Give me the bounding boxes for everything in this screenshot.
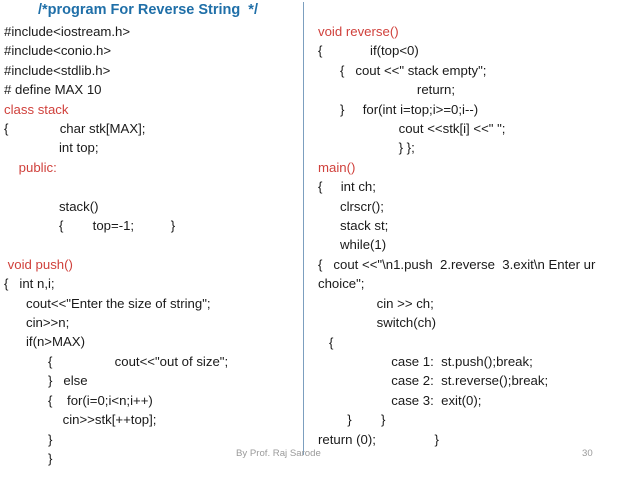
right-code-line-20: return (0); }	[318, 431, 439, 447]
right-code-line-6: } };	[318, 140, 415, 156]
right-code-line-15: {	[318, 334, 334, 350]
right-code-line-17: case 2: st.reverse();break;	[318, 373, 549, 389]
left-code-line-1: #include<conio.h>	[4, 43, 112, 59]
right-code-line-4: } for(int i=top;i>=0;i--)	[318, 101, 479, 117]
left-code-line-13: { int n,i;	[4, 276, 55, 292]
right-code-column: void reverse() { if(top<0) { cout <<" sta…	[318, 22, 634, 449]
left-code-line-0: #include<iostream.h>	[4, 24, 131, 39]
right-code-line-0: void reverse()	[318, 24, 399, 39]
left-code-line-6: int top;	[4, 140, 99, 156]
right-code-line-3: return;	[318, 82, 456, 98]
right-code-line-11: while(1)	[318, 237, 387, 253]
left-code-line-3: # define MAX 10	[4, 82, 102, 98]
footer-page-number: 30	[582, 448, 593, 459]
right-code-line-7: main()	[318, 159, 356, 175]
left-code-line-20: cin>>stk[++top];	[4, 412, 157, 428]
column-divider	[303, 2, 304, 455]
right-code-line-14: switch(ch)	[318, 315, 436, 331]
left-code-line-21: }	[4, 431, 53, 447]
right-code-line-2: { cout <<" stack empty";	[318, 62, 487, 78]
left-code-column: #include<iostream.h> #include<conio.h> #in…	[4, 22, 300, 468]
right-code-line-16: case 1: st.push();break;	[318, 353, 533, 369]
left-code-line-15: cin>>n;	[4, 315, 70, 331]
left-code-line-17: { cout<<"out of size";	[4, 353, 229, 369]
right-code-line-12: { cout <<"\n1.push 2.reverse 3.exit\n En…	[318, 256, 600, 292]
left-code-line-7: public:	[4, 159, 57, 175]
left-code-line-19: { for(i=0;i<n;i++)	[4, 392, 153, 408]
left-code-line-8	[4, 177, 300, 196]
right-code-line-18: case 3: exit(0);	[318, 392, 482, 408]
left-code-line-9: stack()	[4, 198, 99, 214]
left-code-line-10: { top=-1; }	[4, 218, 176, 234]
right-code-line-1: { if(top<0)	[318, 43, 419, 59]
footer-author: By Prof. Raj Sarode	[236, 448, 321, 459]
left-code-line-5: { char stk[MAX];	[4, 121, 146, 137]
left-code-line-18: } else	[4, 373, 88, 389]
left-code-line-14: cout<<"Enter the size of string";	[4, 295, 211, 311]
right-code-line-5: cout <<stk[i] <<" ";	[318, 121, 506, 137]
right-code-line-13: cin >> ch;	[318, 295, 434, 311]
left-code-line-4: class stack	[4, 101, 69, 117]
right-code-line-19: } }	[318, 412, 386, 428]
right-code-line-10: stack st;	[318, 218, 389, 234]
slide-title: /*program For Reverse String */	[38, 2, 258, 18]
left-code-line-12: void push()	[4, 256, 73, 272]
left-code-line-2: #include<stdlib.h>	[4, 62, 111, 78]
left-code-line-16: if(n>MAX)	[4, 334, 85, 350]
left-code-line-22: }	[4, 450, 53, 466]
right-code-line-9: clrscr();	[318, 198, 384, 214]
right-code-line-8: { int ch;	[318, 179, 376, 195]
left-code-line-11	[4, 235, 300, 254]
